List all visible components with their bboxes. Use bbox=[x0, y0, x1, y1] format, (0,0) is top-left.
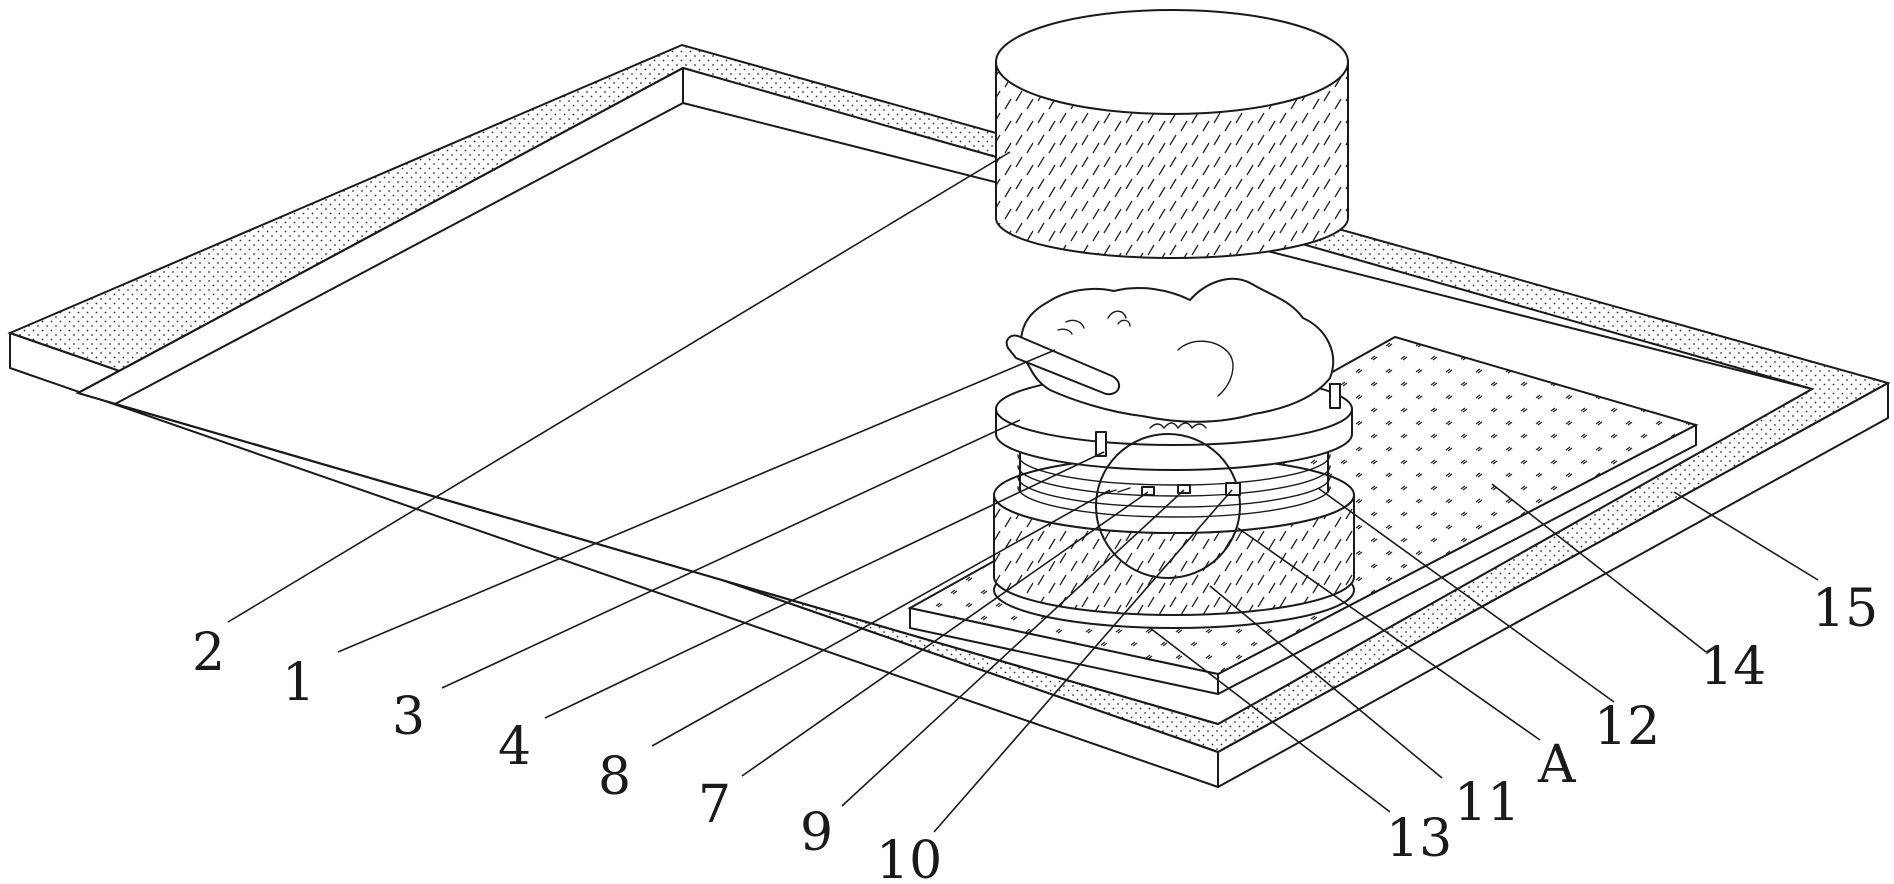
label-7: 7 bbox=[698, 775, 731, 835]
component-9 bbox=[1142, 487, 1154, 495]
label-15: 15 bbox=[1812, 579, 1878, 639]
top-cylinder bbox=[996, 10, 1348, 258]
label-a: A bbox=[1537, 735, 1577, 795]
component-10 bbox=[1178, 485, 1190, 493]
label-3: 3 bbox=[392, 687, 425, 747]
label-8: 8 bbox=[598, 747, 631, 807]
leader-15 bbox=[1674, 492, 1818, 580]
top-cylinder-lid bbox=[996, 10, 1348, 114]
label-2: 2 bbox=[192, 623, 225, 683]
lower-cylinder bbox=[994, 457, 1354, 628]
label-12: 12 bbox=[1594, 697, 1660, 757]
label-14: 14 bbox=[1700, 637, 1766, 697]
label-4: 4 bbox=[498, 717, 531, 777]
label-10: 10 bbox=[876, 831, 942, 884]
label-1: 1 bbox=[282, 653, 315, 713]
label-11: 11 bbox=[1454, 773, 1520, 833]
pin-left bbox=[1096, 432, 1106, 456]
pin-right bbox=[1330, 384, 1340, 408]
label-13: 13 bbox=[1386, 809, 1452, 869]
label-9: 9 bbox=[800, 803, 833, 863]
component-a bbox=[1226, 483, 1240, 495]
